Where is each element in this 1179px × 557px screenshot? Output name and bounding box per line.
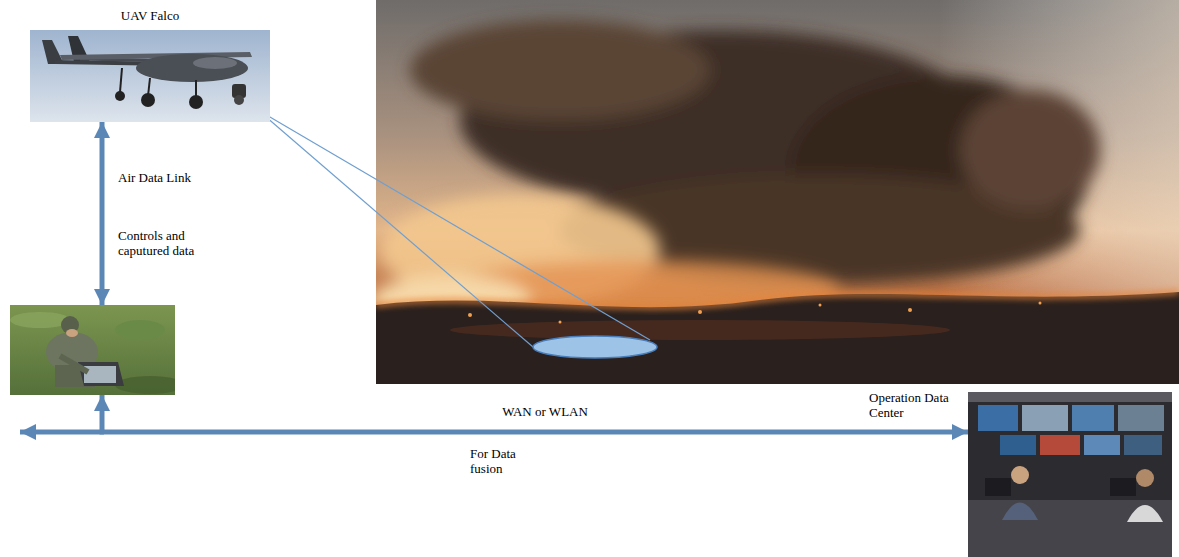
- camera-footprint-part: [258, 110, 650, 340]
- link-label: Air Data Link: [118, 170, 191, 185]
- uav-photo-part: [115, 91, 125, 101]
- field-operator-photo-part: [115, 320, 165, 340]
- uav-photo-frame: UAV Falco: [30, 30, 270, 122]
- operations-room-photo-part: [1022, 405, 1068, 431]
- uav-photo: [30, 30, 270, 122]
- operations-room-photo-part: [1002, 503, 1038, 521]
- operations-room-photo-part: [985, 478, 1011, 496]
- uav-photo-part: [30, 30, 270, 122]
- node-label: UAV Falco: [30, 8, 270, 23]
- camera-footprint-part: [533, 336, 657, 358]
- wildfire-photo: [376, 0, 1179, 384]
- data-link-arrow: [102, 395, 968, 432]
- operations-room-photo-part: [968, 500, 1172, 557]
- field-operator-photo-part: [84, 366, 116, 383]
- uav-photo-part: [193, 57, 237, 69]
- operations-room-photo-part: [1084, 435, 1120, 455]
- wildfire-photo-part: [468, 313, 472, 317]
- wildfire-photo-part: [376, 292, 1179, 384]
- wildfire-photo-part: [450, 320, 950, 340]
- network-bus-left-end-part: [20, 430, 104, 435]
- field-operator-photo-part: [60, 356, 88, 372]
- operator-photo-frame: [10, 305, 175, 395]
- link-label: WAN or WLAN: [502, 404, 588, 419]
- wildfire-photo-part: [908, 308, 912, 312]
- connector-group: [102, 122, 968, 432]
- wildfire-photo-part: [410, 20, 710, 120]
- operations-room-photo-part: [968, 392, 1172, 402]
- annotation-text: For Data fusion: [470, 446, 528, 476]
- operations-room-photo-part: [1127, 505, 1163, 522]
- operations-room-photo-part: [1136, 469, 1154, 487]
- uav-photo-part: [120, 68, 122, 92]
- data-center-photo-frame: Operation Data Center: [968, 392, 1172, 557]
- field-operator-photo: [10, 305, 175, 395]
- field-operator-photo-part: [115, 376, 175, 394]
- wildfire-photo-part: [960, 90, 1100, 210]
- data-link-arrow: [100, 122, 105, 305]
- operations-room-photo-part: [1110, 478, 1136, 496]
- field-operator-photo-part: [66, 329, 78, 337]
- field-operator-photo-part: [10, 312, 70, 328]
- uav-photo-part: [141, 93, 155, 107]
- operations-room-photo-part: [1124, 435, 1162, 455]
- operations-room-photo-part: [1040, 435, 1080, 455]
- wildfire-photo-part: [698, 310, 702, 314]
- camera-footprint-part: [258, 110, 533, 347]
- uav-photo-part: [189, 95, 203, 109]
- operations-room-photo-part: [978, 405, 1018, 431]
- node-label: Operation Data Center: [869, 390, 963, 420]
- wildfire-photo-part: [1039, 302, 1042, 305]
- camera-footprint: [258, 110, 657, 358]
- operations-room-photo-part: [1000, 435, 1036, 455]
- wildfire-photo-part: [376, 0, 1179, 384]
- field-operator-photo-part: [78, 362, 124, 386]
- uav-photo-part: [136, 54, 248, 82]
- wildfire-photo-part: [559, 321, 562, 324]
- uav-photo-part: [234, 95, 244, 105]
- wildfire-photo-part: [376, 292, 1179, 307]
- operations-room-photo-part: [968, 392, 1172, 557]
- operations-room-photo-part: [1011, 466, 1029, 484]
- operations-room-photo-part: [1072, 405, 1114, 431]
- operations-room-photo: [968, 392, 1172, 557]
- annotation-text: Controls and caputured data: [118, 228, 218, 258]
- wildfire-photo-part: [376, 0, 1179, 384]
- network-bus-left-end: [20, 432, 104, 433]
- wildfire-photo-part: [819, 304, 822, 307]
- operations-room-photo-part: [1118, 405, 1164, 431]
